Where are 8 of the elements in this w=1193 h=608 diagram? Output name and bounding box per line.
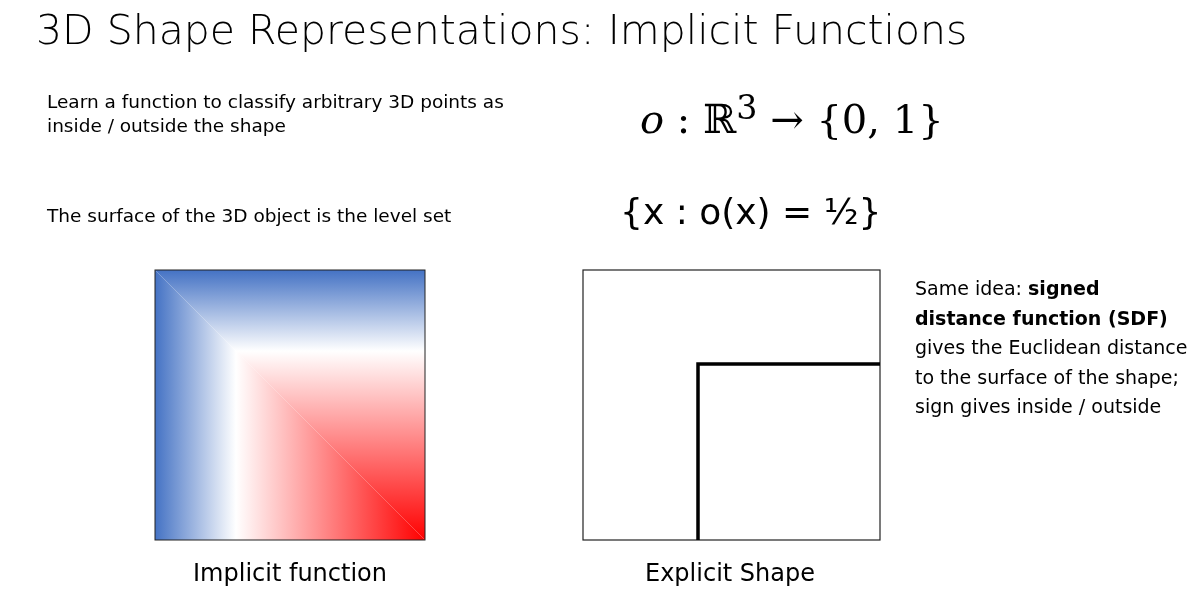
description-text: The surface of the 3D object is the level set	[47, 204, 453, 228]
sdf-description: Same idea: signed distance function (SDF) gives the Euclidean distance to the surface of the shape; sign gives inside / outside	[915, 276, 1189, 419]
figure-caption: Explicit Shape	[644, 558, 816, 588]
slide-title: 3D Shape Representations: Implicit Functions	[36, 6, 968, 54]
description-text: Learn a function to classify arbitrary 3D points as inside / outside the shape	[47, 90, 505, 138]
math-formula: {x : o(x) = ½}	[620, 190, 883, 234]
figure-caption: Implicit function	[192, 558, 388, 588]
math-formula: o : ℝ$^{3}$ → {0, 1}	[640, 87, 945, 144]
